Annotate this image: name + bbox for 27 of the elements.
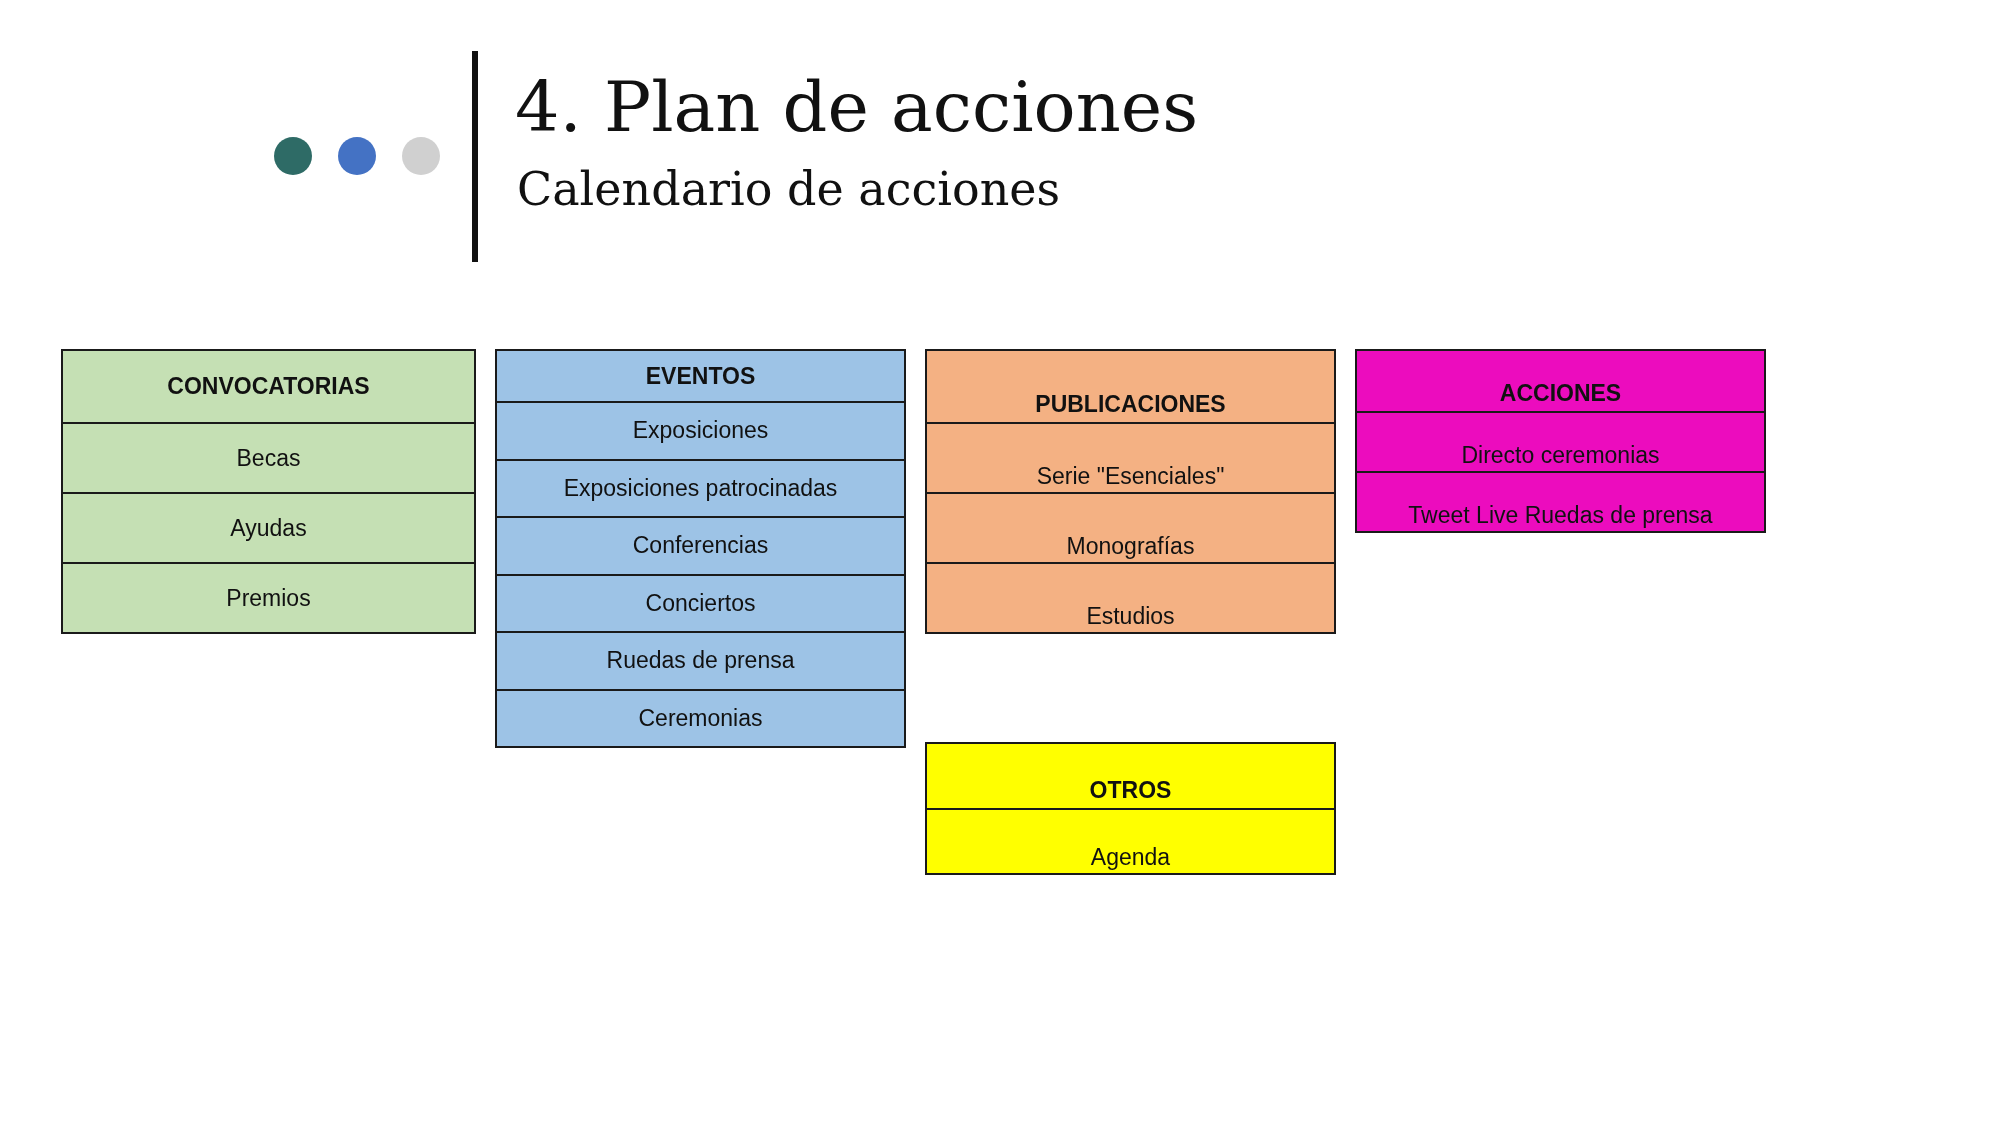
table-row: Ayudas — [63, 492, 474, 562]
table-header: ACCIONES — [1499, 380, 1622, 407]
table-row: Conciertos — [497, 573, 904, 631]
table-row: Agenda — [927, 808, 1334, 873]
subtitle: Calendario de acciones — [517, 166, 1061, 212]
table-row: Ruedas de prensa — [497, 631, 904, 689]
table-row: Monografías — [927, 492, 1334, 562]
table-header: OTROS — [1089, 777, 1172, 804]
table-row: Directo ceremonias — [1357, 411, 1764, 471]
category-table — [925, 742, 1336, 875]
table-row: Premios — [63, 562, 474, 632]
table-row: Serie "Esenciales" — [927, 422, 1334, 492]
table-header: PUBLICACIONES — [1035, 391, 1226, 418]
table-header: CONVOCATORIAS — [167, 373, 370, 400]
table-row: Exposiciones — [497, 401, 904, 459]
category-table — [495, 349, 906, 748]
table-row: Exposiciones patrocinadas — [497, 458, 904, 516]
category-table — [1355, 349, 1766, 533]
table-row: Conferencias — [497, 516, 904, 574]
category-table — [61, 349, 476, 634]
table-row: Estudios — [927, 562, 1334, 632]
title: 4. Plan de acciones — [515, 72, 1199, 142]
table-row: Becas — [63, 422, 474, 492]
table-row: Ceremonias — [497, 688, 904, 746]
table-header: EVENTOS — [645, 362, 756, 390]
table-row: Tweet Live Ruedas de prensa — [1357, 471, 1764, 531]
category-table — [925, 349, 1336, 634]
